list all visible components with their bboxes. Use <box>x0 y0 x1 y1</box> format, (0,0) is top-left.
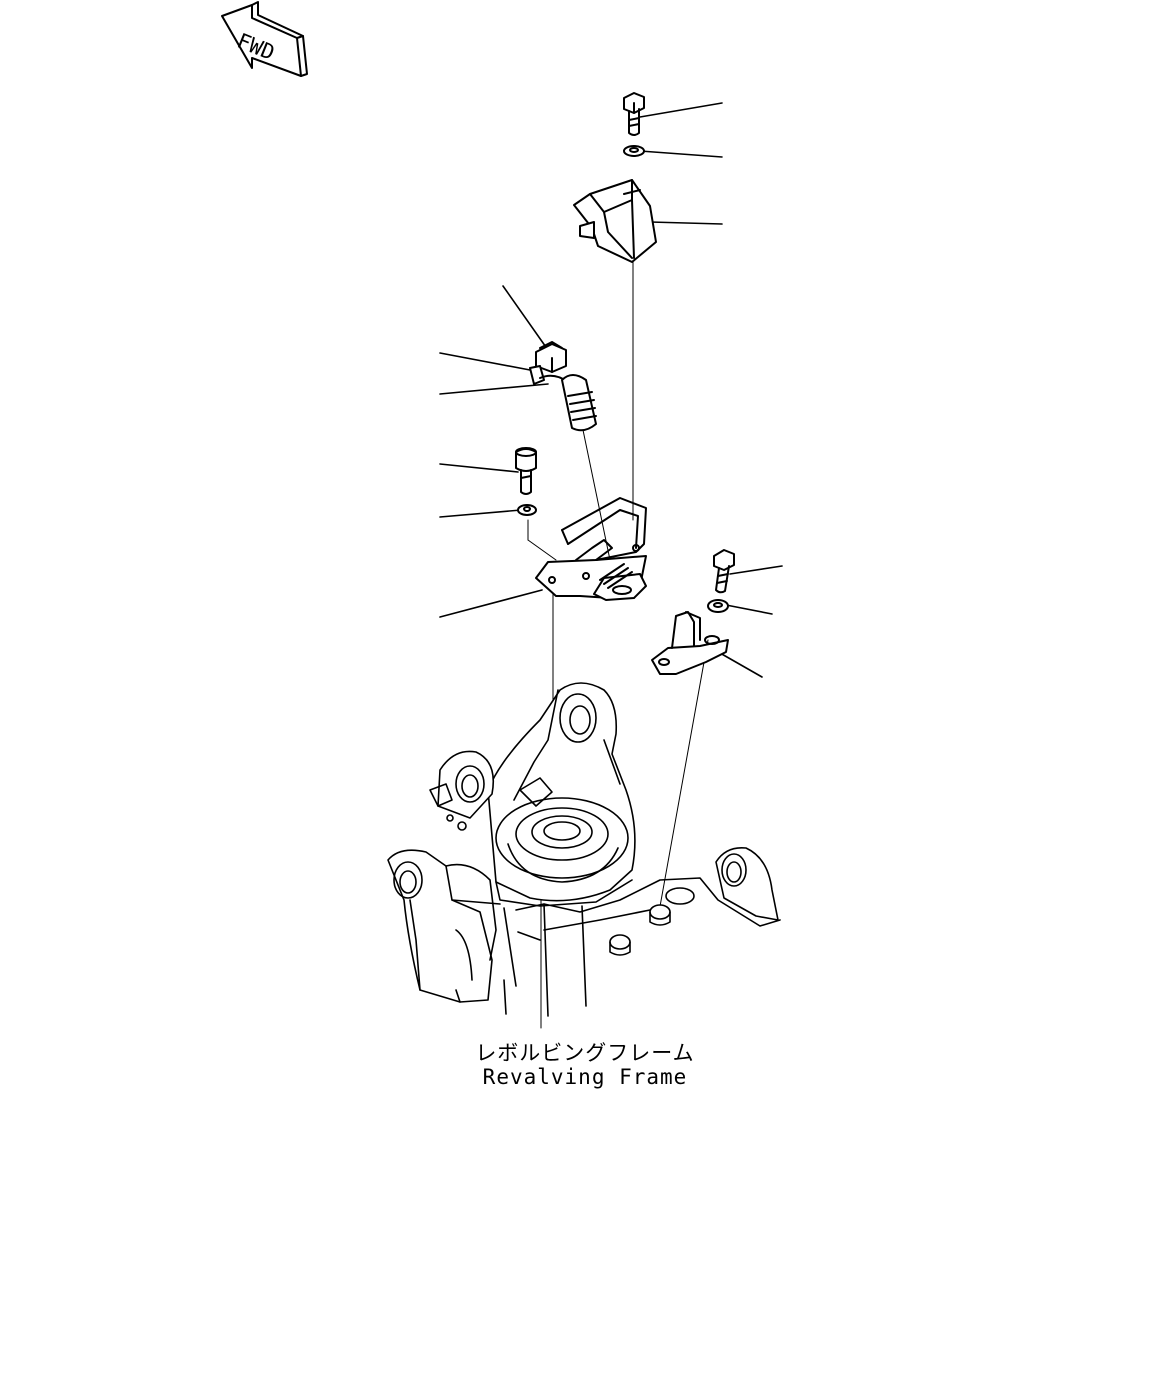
small-bracket <box>651 611 729 675</box>
sensor-bracket <box>535 497 647 601</box>
socket-bolt <box>515 447 537 495</box>
frame-label-english: Revalving Frame <box>482 1065 688 1089</box>
frame-label-japanese: レボルビングフレーム <box>475 1041 695 1065</box>
washer-top <box>623 145 645 157</box>
washer-right <box>707 599 729 613</box>
revolving-frame <box>387 682 781 1017</box>
bolt-top <box>623 92 645 136</box>
leader-lines <box>439 102 783 678</box>
bolt-right <box>713 549 735 594</box>
washer-mid <box>517 504 537 516</box>
proximity-sensor <box>529 341 597 432</box>
sensor-cover <box>573 179 657 263</box>
fwd-arrow-icon: FWD <box>221 1 308 77</box>
